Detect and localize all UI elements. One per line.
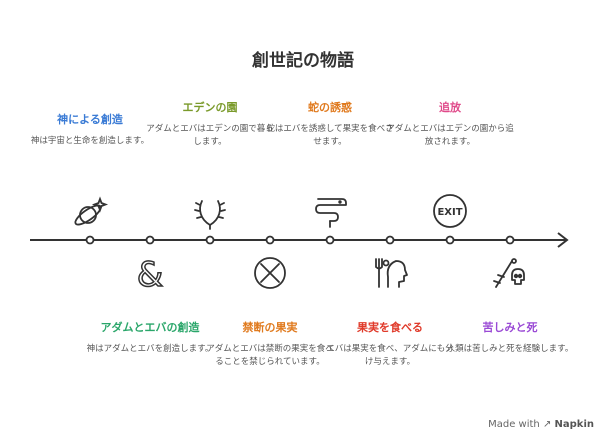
eating-head-icon xyxy=(372,255,408,291)
event-garden-of-eden: エデンの園 アダムとエバはエデンの園で暮らします。 xyxy=(145,101,275,148)
event-description: アダムとエバはエデンの園で暮らします。 xyxy=(146,124,274,147)
event-description: エバは果実を食べ、アダムにも分け与えます。 xyxy=(326,344,454,367)
timeline-node xyxy=(265,235,275,245)
svg-text:&: & xyxy=(137,255,164,295)
timeline-node xyxy=(325,235,335,245)
event-title: エデンの園 xyxy=(182,101,238,114)
event-title: 禁断の果実 xyxy=(242,321,298,334)
watermark: Made with ↗ Napkin xyxy=(488,419,594,430)
event-title: 神による創造 xyxy=(57,113,123,126)
svg-text:EXIT: EXIT xyxy=(437,207,462,218)
event-title: アダムとエバの創造 xyxy=(100,321,200,334)
event-forbidden-fruit: 禁断の果実 アダムとエバは禁断の果実を食べることを禁じられています。 xyxy=(205,321,335,368)
timeline-node xyxy=(445,235,455,245)
timeline-arrowhead xyxy=(557,232,569,248)
forbidden-circle-icon xyxy=(252,255,288,291)
event-description: 人類は苦しみと死を経験します。 xyxy=(446,344,574,354)
event-description: アダムとエバはエデンの園から追放されます。 xyxy=(386,124,514,147)
timeline-node xyxy=(85,235,95,245)
timeline-node xyxy=(385,235,395,245)
event-description: アダムとエバは禁断の果実を食べることを禁じられています。 xyxy=(206,344,334,367)
event-title: 果実を食べる xyxy=(357,321,423,334)
snake-icon xyxy=(312,193,348,229)
timeline-node xyxy=(145,235,155,245)
ampersand-icon: & xyxy=(132,254,168,296)
page-title: 創世記の物語 xyxy=(252,51,354,71)
event-title: 苦しみと死 xyxy=(482,321,538,334)
event-eating-fruit: 果実を食べる エバは果実を食べ、アダムにも分け与えます。 xyxy=(325,321,455,368)
skull-icon xyxy=(492,255,528,291)
event-expulsion: 追放 アダムとエバはエデンの園から追放されます。 xyxy=(385,101,515,148)
event-title: 蛇の誘惑 xyxy=(308,101,352,114)
event-description: 神は宇宙と生命を創造します。 xyxy=(30,136,150,146)
timeline-node xyxy=(505,235,515,245)
laurel-icon xyxy=(192,195,228,231)
event-description: 蛇はエバを誘惑して果実を食べさせます。 xyxy=(266,124,394,147)
event-creation-of-adam-eve: アダムとエバの創造 神はアダムとエバを創造します。 xyxy=(85,321,215,356)
napkin-logo-icon: ↗ xyxy=(542,419,552,430)
event-title: 追放 xyxy=(439,101,461,114)
watermark-brand: Napkin xyxy=(554,419,594,430)
event-serpent-temptation: 蛇の誘惑 蛇はエバを誘惑して果実を食べさせます。 xyxy=(265,101,395,148)
exit-icon: EXIT xyxy=(432,193,468,229)
galaxy-icon xyxy=(72,195,109,231)
event-suffering-and-death: 苦しみと死 人類は苦しみと死を経験します。 xyxy=(445,321,575,356)
event-description: 神はアダムとエバを創造します。 xyxy=(86,344,214,354)
event-creation-by-god: 神による創造 神は宇宙と生命を創造します。 xyxy=(25,113,155,148)
timeline-node xyxy=(205,235,215,245)
watermark-prefix: Made with xyxy=(488,419,540,430)
